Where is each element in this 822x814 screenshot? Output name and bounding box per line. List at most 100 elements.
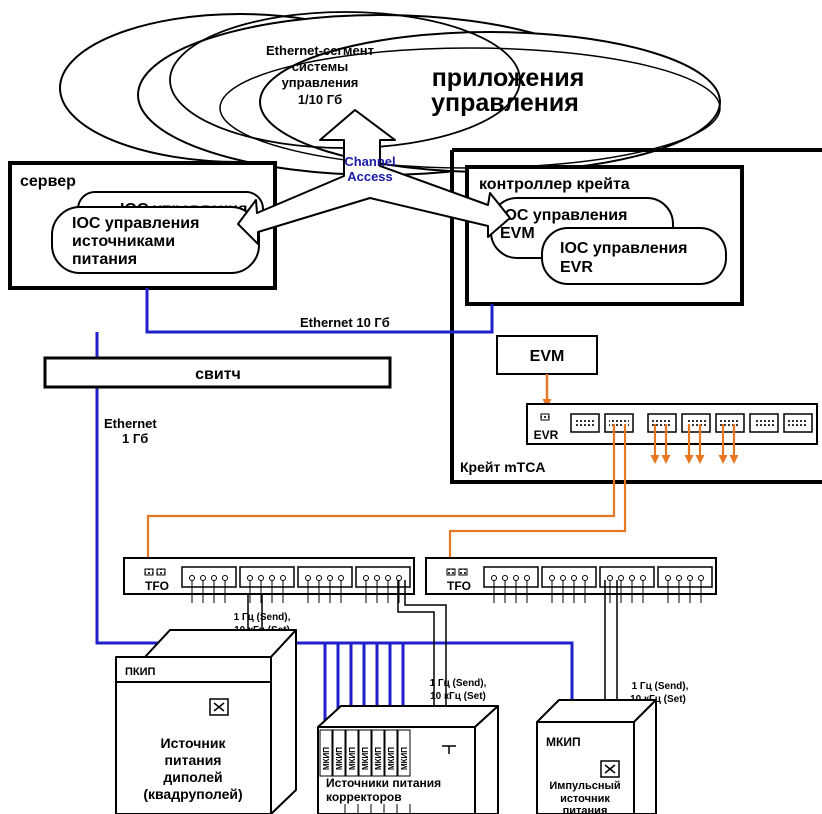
- psu-pulse-line1: Импульсный: [549, 780, 620, 792]
- psu-correctors-line2: корректоров: [326, 790, 402, 804]
- psu-pulse-plug-icon: [600, 760, 620, 778]
- corrector-module-label: МКИП: [348, 747, 357, 770]
- corrector-module: [397, 729, 411, 777]
- channel-access-arrows: [237, 109, 511, 245]
- tfo-output-port: [549, 575, 555, 581]
- corrector-module: [332, 729, 346, 777]
- psu-pulse-cabinet: [536, 699, 657, 814]
- cloud-segment-line2: системы: [292, 59, 349, 74]
- tfo-output-port: [338, 575, 344, 581]
- evm-label: EVM: [530, 348, 565, 365]
- corrector-module-label: МКИП: [322, 747, 331, 770]
- freq-label-c-line1: 1 Гц (Send),: [632, 681, 689, 692]
- freq-label-c-line2: 10 кГц (Set): [630, 694, 686, 705]
- corrector-module-label: МКИП: [335, 747, 344, 770]
- corrector-module: [358, 729, 372, 777]
- tfo-output-port: [200, 575, 206, 581]
- tfo-output-port: [676, 575, 682, 581]
- controller-ioc-evm-line2: EVM: [500, 225, 535, 242]
- cloud-segment-line3: управления: [282, 75, 359, 90]
- server-ioc-psu-line3: питания: [72, 251, 137, 268]
- freq-label-b-line2: 10 кГц (Set): [430, 691, 486, 702]
- corrector-module: [371, 729, 385, 777]
- corrector-module: [345, 729, 359, 777]
- tfo-output-port: [618, 575, 624, 581]
- ethernet-10g-label: Ethernet 10 Гб: [300, 315, 390, 330]
- ethernet-1g-line2: 1 Гб: [122, 431, 148, 446]
- psu-dipole-cabinet: [115, 629, 297, 814]
- timing-fibres: [143, 424, 627, 569]
- tfo-output-port: [280, 575, 286, 581]
- tfo-output-lines: [191, 580, 702, 603]
- freq-label-b-line1: 1 Гц (Send),: [430, 678, 487, 689]
- switch-label: свитч: [195, 366, 241, 383]
- tfo-output-port: [316, 575, 322, 581]
- server-title: сервер: [20, 173, 76, 190]
- tfo-output-port: [258, 575, 264, 581]
- tfo-right-blocks: [483, 566, 713, 588]
- tfo-output-port: [571, 575, 577, 581]
- cloud-apps-line1: приложения: [432, 64, 585, 92]
- tfo-left-label: TFO: [145, 579, 169, 593]
- corrector-module-label: МКИП: [361, 747, 370, 770]
- tfo-output-port: [374, 575, 380, 581]
- ethernet-1g-line1: Ethernet: [104, 416, 157, 431]
- psu-pulse-line3: питания: [563, 805, 608, 814]
- controller-ioc-evr-line1: IOC управления: [560, 240, 687, 257]
- corrector-module-label: МКИП: [374, 747, 383, 770]
- controller-ioc-evr-line2: EVR: [560, 259, 593, 276]
- psu-dipole-tag: ПКИП: [125, 666, 156, 678]
- evr-port-icon: [540, 413, 550, 421]
- psu-dipole-line2: питания: [165, 752, 222, 768]
- controller-title: контроллер крейта: [479, 176, 630, 193]
- control-ethernet-cloud: [59, 11, 721, 176]
- tfo-output-port: [502, 575, 508, 581]
- tfo-output-port: [560, 575, 566, 581]
- tfo-left-blocks: [181, 566, 411, 588]
- psu-dipole-line3: диполей: [163, 769, 222, 785]
- mtca-crate-outline: [450, 148, 822, 484]
- tfo-right-port-a: [446, 568, 456, 576]
- tfo-output-port: [327, 575, 333, 581]
- tfo-output-port: [305, 575, 311, 581]
- switch-box: [43, 356, 392, 389]
- tfo-output-port: [396, 575, 402, 581]
- psu-correctors-line1: Источники питания: [326, 776, 441, 790]
- psu-dipole-plug-icon: [209, 698, 229, 716]
- crate-mtca-label: Крейт mTCA: [460, 459, 545, 475]
- tfo-output-port: [640, 575, 646, 581]
- tfo-output-port: [607, 575, 613, 581]
- psu-pulse-line2: источник: [560, 793, 610, 805]
- freq-label-a-line1: 1 Гц (Send),: [234, 612, 291, 623]
- cloud-segment-line1: Ethernet-сегмент: [266, 43, 374, 58]
- cloud-apps-line2: управления: [431, 89, 579, 117]
- tfo-output-port: [491, 575, 497, 581]
- psu-dipole-line4: (квадруполей): [143, 786, 242, 802]
- tfo-output-port: [524, 575, 530, 581]
- channel-access-line1: Channel: [344, 154, 395, 169]
- tfo-output-port: [269, 575, 275, 581]
- psu-pulse-tag: МКИП: [546, 735, 581, 749]
- corrector-module: [319, 729, 333, 777]
- tfo-output-port: [222, 575, 228, 581]
- tfo-output-port: [582, 575, 588, 581]
- tfo-output-port: [211, 575, 217, 581]
- tfo-output-ports: [189, 575, 704, 581]
- channel-access-line2: Access: [347, 169, 393, 184]
- tfo-left-port-b: [156, 568, 166, 576]
- psu-dipole-line1: Источник: [161, 735, 227, 751]
- corrector-module-label: МКИП: [400, 747, 409, 770]
- tfo-output-port: [665, 575, 671, 581]
- psu-correctors-plug-icon: [442, 745, 456, 754]
- controller-ioc-evr: [541, 227, 727, 285]
- corrector-module: [384, 729, 398, 777]
- tfo-output-port: [385, 575, 391, 581]
- crate-timing-outputs: [650, 424, 739, 464]
- tfo-right-port-b: [458, 568, 468, 576]
- psu-correctors-legs: [344, 804, 411, 814]
- cloud-segment-speed: 1/10 Гб: [298, 92, 342, 107]
- crate-slot-grilles: [575, 419, 808, 427]
- tfo-left-port-a: [144, 568, 154, 576]
